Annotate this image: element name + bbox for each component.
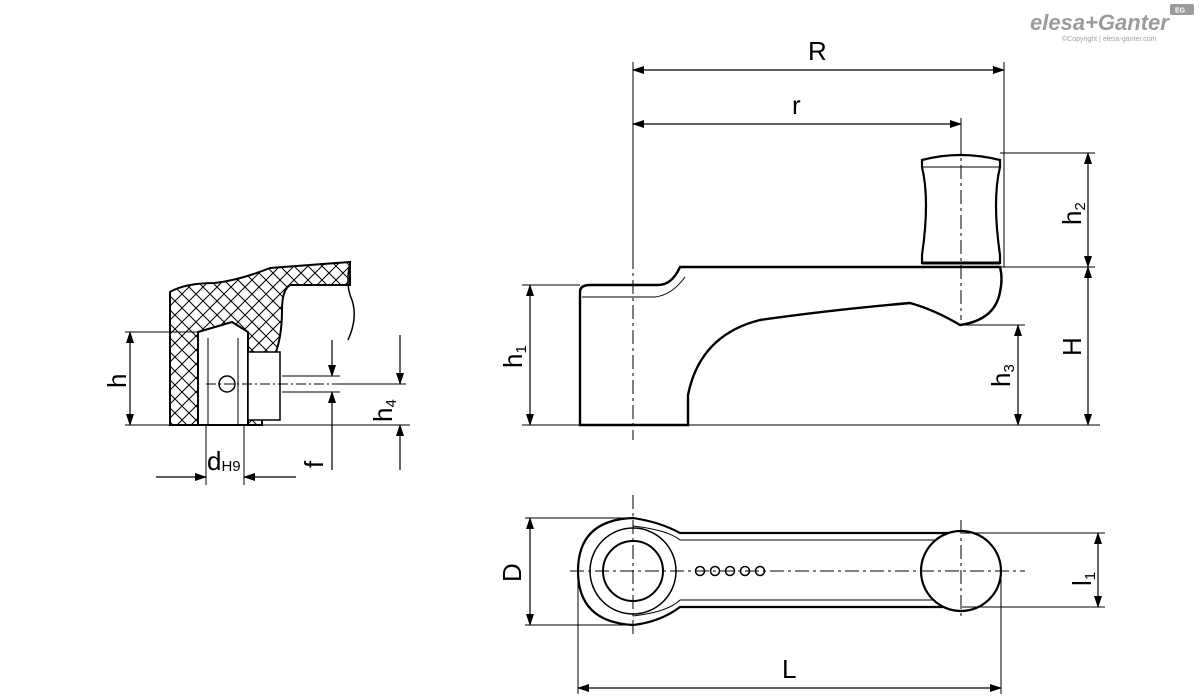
top-labels: D l1 L xyxy=(497,563,1099,684)
svg-text:h1: h1 xyxy=(498,345,530,368)
brand-logo: elesa+Ganter EG ©Copyright | elesa-gante… xyxy=(1030,4,1194,43)
svg-text:h2: h2 xyxy=(1057,202,1089,225)
svg-text:h4: h4 xyxy=(368,399,400,422)
label-l1-sub: 1 xyxy=(1082,572,1099,580)
label-dH9-base: d xyxy=(207,446,221,476)
label-h1-sub: 1 xyxy=(513,345,530,353)
section-view xyxy=(125,260,410,485)
label-h4-sub: 4 xyxy=(383,399,400,407)
label-h3-base: h xyxy=(986,373,1016,387)
logo-text: elesa+Ganter xyxy=(1030,10,1170,35)
svg-text:f: f xyxy=(299,460,329,468)
label-h1-base: h xyxy=(498,354,528,368)
crank-arm-side xyxy=(578,265,1003,427)
label-h3-sub: 3 xyxy=(1001,364,1018,372)
label-h4-base: h xyxy=(368,408,398,422)
hole-2 xyxy=(709,565,721,577)
label-dH9-sub: H9 xyxy=(221,458,240,475)
label-h: h xyxy=(102,374,132,388)
top-view xyxy=(525,495,1105,694)
label-L: L xyxy=(782,654,796,684)
svg-text:l1: l1 xyxy=(1067,572,1099,586)
label-h2-base: h xyxy=(1057,211,1087,225)
label-l1-base: l xyxy=(1067,580,1097,586)
label-r: r xyxy=(792,90,801,120)
svg-text:dH9: dH9 xyxy=(207,446,241,476)
eg-badge-text: EG xyxy=(1175,8,1186,15)
label-H: H xyxy=(1057,337,1087,356)
side-view xyxy=(522,62,1100,440)
label-h2-sub: 2 xyxy=(1072,202,1089,210)
eg-badge-icon xyxy=(1170,4,1194,15)
label-D: D xyxy=(497,563,527,582)
section-labels: h f h4 dH9 xyxy=(102,374,400,476)
label-f: f xyxy=(299,460,329,468)
section-bore xyxy=(197,320,249,426)
copyright-text: ©Copyright | elesa-ganter.com xyxy=(1062,35,1157,43)
side-labels: R r h2 H h1 h3 xyxy=(498,36,1089,387)
label-R: R xyxy=(808,36,827,66)
svg-text:h3: h3 xyxy=(986,364,1018,387)
